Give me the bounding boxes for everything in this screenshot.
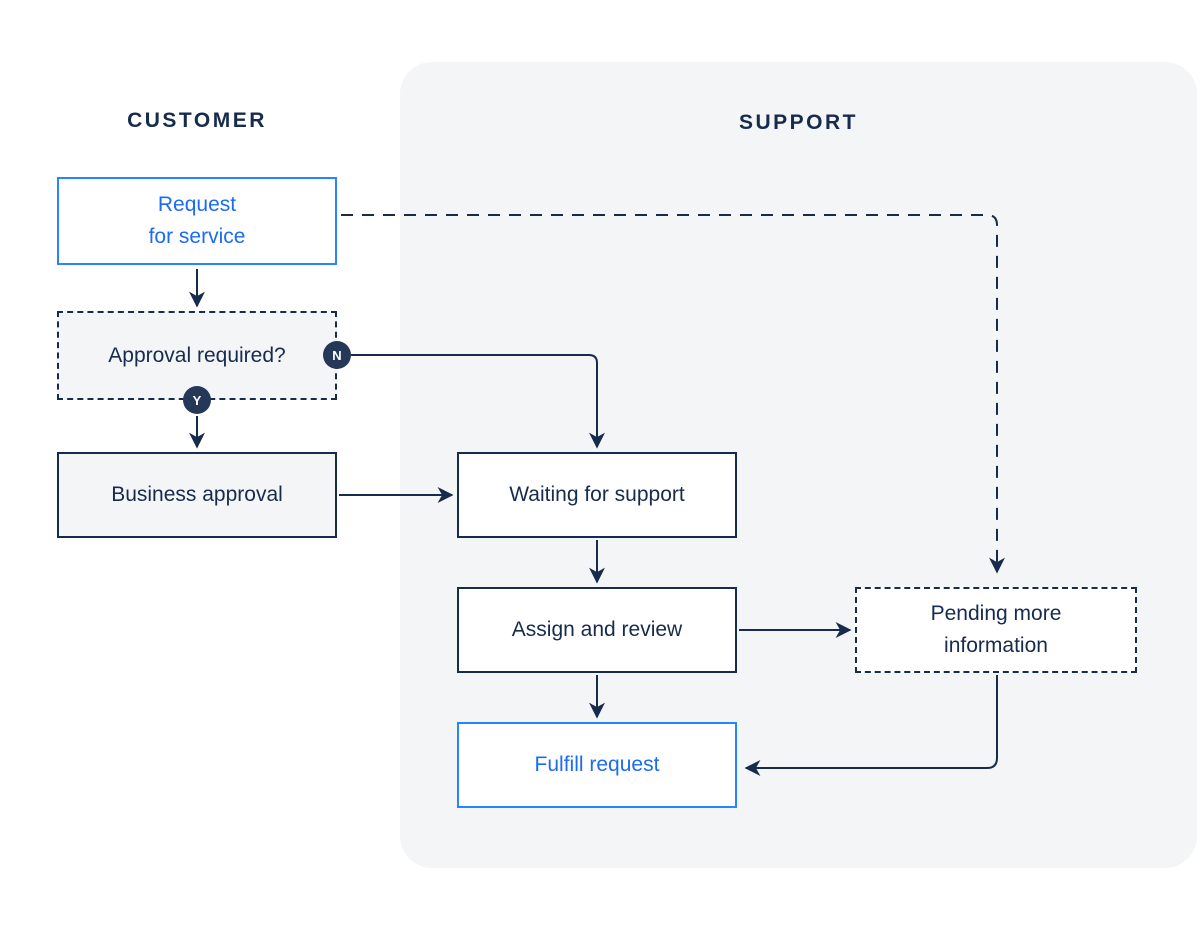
node-label: Assign and review xyxy=(511,618,683,641)
node-business-approval: Business approval xyxy=(57,452,337,538)
lane-label-support: SUPPORT xyxy=(738,111,858,134)
lane-label-customer: CUSTOMER xyxy=(127,109,267,132)
node-waiting-for-support: Waiting for support xyxy=(457,452,737,538)
decision-badge-yes: Y xyxy=(183,386,211,414)
decision-badge-no: N xyxy=(323,341,351,369)
node-label: Request xyxy=(157,193,237,216)
node-assign-and-review: Assign and review xyxy=(457,587,737,673)
node-label: information xyxy=(944,634,1048,657)
node-label: Waiting for support xyxy=(509,483,685,506)
node-label: Business approval xyxy=(111,483,283,506)
node-label: for service xyxy=(148,225,246,248)
node-fulfill-request: Fulfill request xyxy=(457,722,737,808)
node-label: Approval required? xyxy=(108,343,286,367)
node-approval-required: Approval required? xyxy=(57,311,337,400)
node-pending-more-information: Pending more information xyxy=(855,587,1137,673)
node-label: Fulfill request xyxy=(534,753,660,776)
node-label: Pending more xyxy=(930,602,1062,625)
node-request-for-service: Request for service xyxy=(57,177,337,265)
